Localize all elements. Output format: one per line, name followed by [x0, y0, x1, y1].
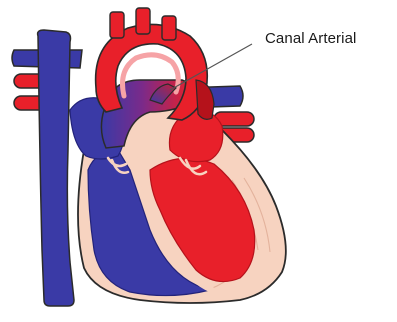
- ductus-arteriosus-label: Canal Arterial: [265, 30, 356, 47]
- vena-cava: [38, 30, 74, 306]
- descending-aorta: [196, 80, 214, 119]
